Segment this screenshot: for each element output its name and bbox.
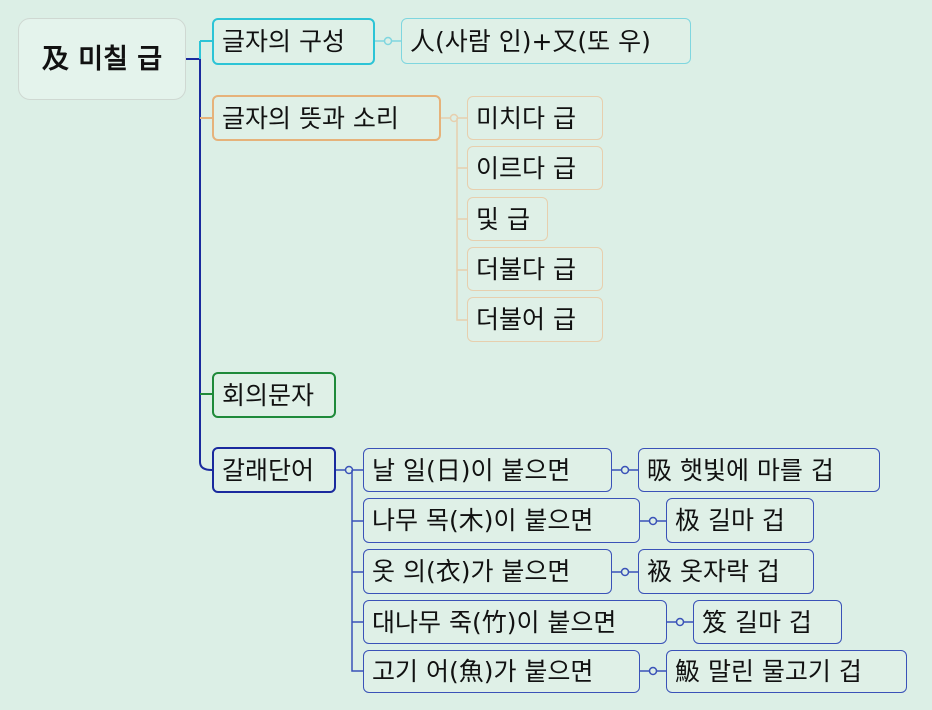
derived-result[interactable]: 昅 햇빛에 마를 겁 [638, 448, 880, 492]
derived-condition[interactable]: 대나무 죽(竹)이 붙으면 [363, 600, 667, 644]
branch-composition[interactable]: 글자의 구성 [212, 18, 375, 65]
root-node[interactable]: 及 미칠 급 [18, 18, 186, 100]
composition-detail[interactable]: 人(사람 인)+又(또 우) [401, 18, 691, 64]
derived-result[interactable]: 衱 옷자락 겁 [638, 549, 814, 594]
derived-result[interactable]: 魥 말린 물고기 겁 [666, 650, 907, 693]
derived-condition[interactable]: 옷 의(衣)가 붙으면 [363, 549, 612, 594]
branch-derived[interactable]: 갈래단어 [212, 447, 336, 493]
branch-type[interactable]: 회의문자 [212, 372, 336, 418]
meaning-item[interactable]: 및 급 [467, 197, 548, 241]
branch-meaning[interactable]: 글자의 뜻과 소리 [212, 95, 441, 141]
derived-result[interactable]: 极 길마 겁 [666, 498, 814, 543]
derived-result[interactable]: 笈 길마 겁 [693, 600, 842, 644]
derived-condition[interactable]: 나무 목(木)이 붙으면 [363, 498, 640, 543]
meaning-item[interactable]: 미치다 급 [467, 96, 603, 140]
meaning-item[interactable]: 더불어 급 [467, 297, 603, 342]
meaning-item[interactable]: 더불다 급 [467, 247, 603, 291]
meaning-item[interactable]: 이르다 급 [467, 146, 603, 190]
derived-condition[interactable]: 날 일(日)이 붙으면 [363, 448, 612, 492]
derived-condition[interactable]: 고기 어(魚)가 붙으면 [363, 650, 640, 693]
